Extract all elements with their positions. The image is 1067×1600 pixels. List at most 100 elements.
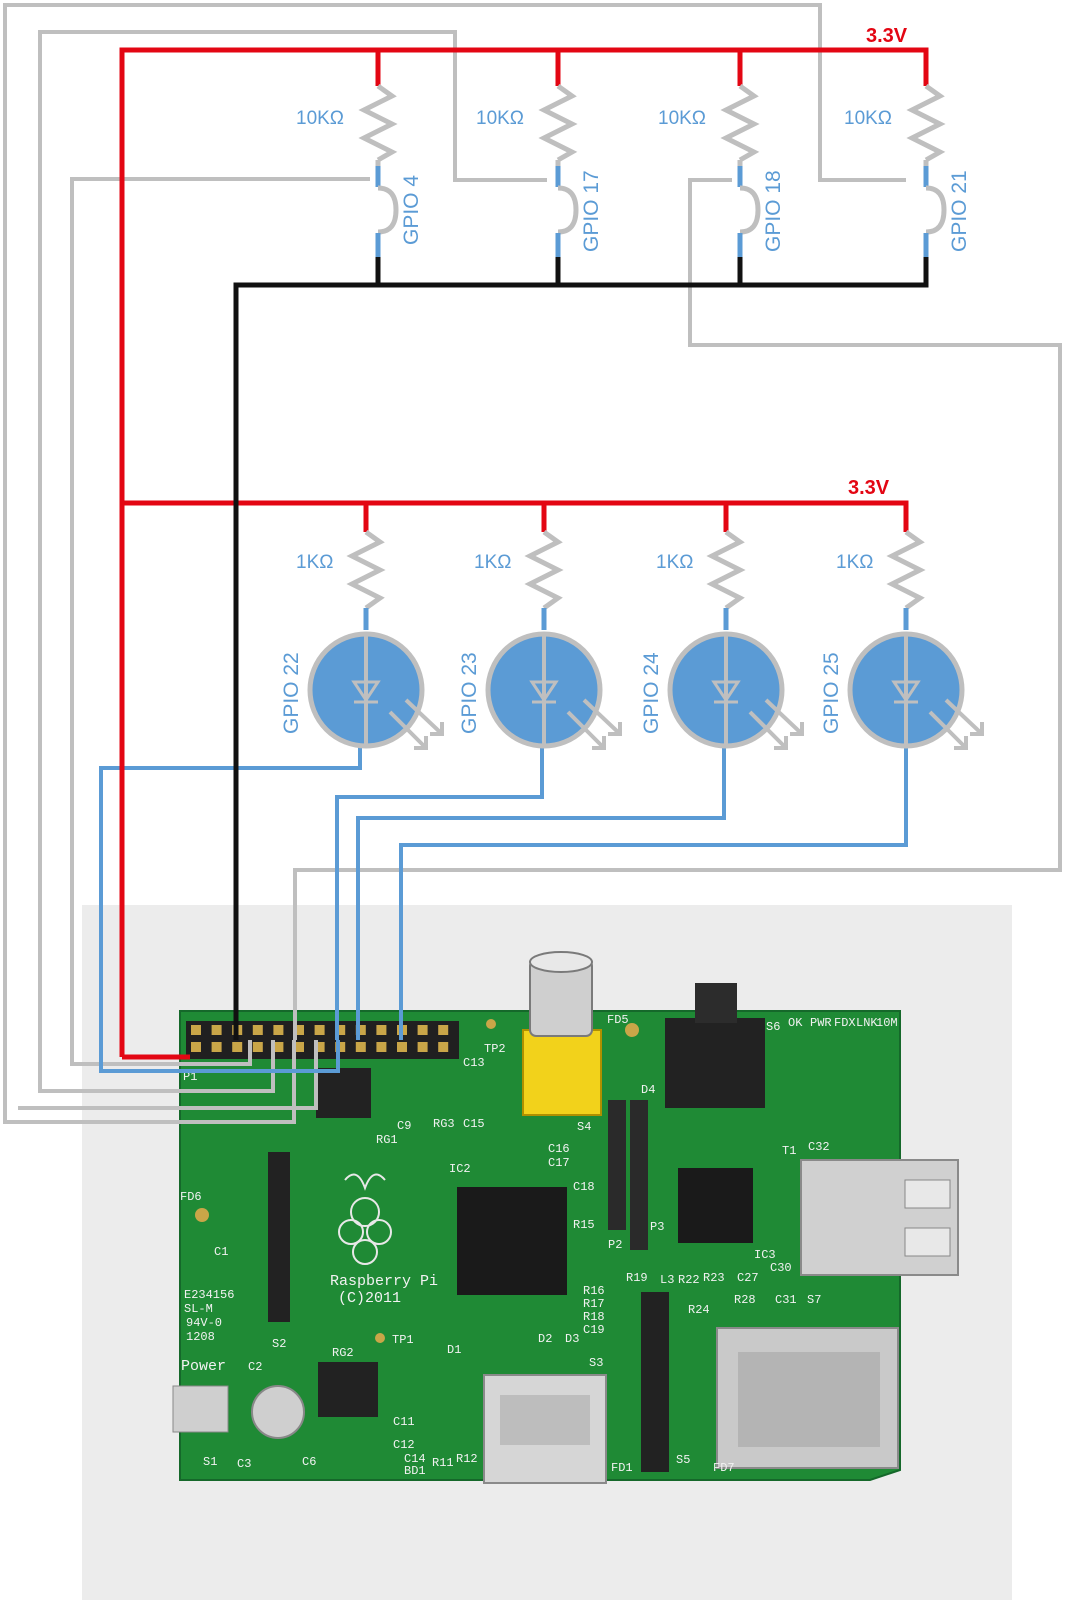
silk-c3: C3 [237,1457,251,1471]
gpio-pin [397,1042,407,1052]
silk-c19: C19 [583,1323,605,1337]
ethernet-port-inner [738,1352,880,1447]
mounting-hole-tp1 [375,1333,385,1343]
silk-r11: R11 [432,1456,454,1470]
light-arrow-icon [928,710,968,750]
gpio-pin [191,1042,201,1052]
silk-c14: C14 [404,1452,426,1466]
gpio-pin [335,1025,346,1035]
silk-sl-m: SL-M [184,1302,213,1316]
diode-symbol-icon [711,680,741,703]
gpio-pin [211,1025,222,1035]
switch-icon [377,185,399,235]
led-gpio-label: GPIO 24 [640,652,663,734]
regulator-rg1 [316,1068,371,1118]
audio-jack [665,1018,765,1108]
rail-ground [233,257,929,1040]
silk-c16: C16 [548,1142,570,1156]
silk-c18: C18 [573,1180,595,1194]
light-arrow-icon [566,710,606,750]
capacitor-c3 [251,1385,305,1439]
diode-symbol-icon [891,680,921,703]
usb-port-top [904,1179,951,1209]
gpio-pin [294,1042,304,1052]
silk-tp1: TP1 [392,1333,414,1347]
mid-rail-voltage: 3.3V [848,477,890,499]
silk-fdx: FDX [834,1016,856,1030]
light-arrow-icon [388,710,428,750]
rail-3v3-mid [122,500,909,532]
silk-c1: C1 [214,1245,228,1259]
wire-gpio23 [335,745,544,1040]
gpio-pin [273,1025,284,1035]
silk-c13: C13 [463,1056,485,1070]
silk-c12: C12 [393,1438,415,1452]
silk-c2: C2 [248,1360,262,1374]
silk-rg1: RG1 [376,1133,398,1147]
wire-gpio22 [99,745,362,1073]
silk-s6: S6 [766,1020,780,1034]
silk-tp2: TP2 [484,1042,506,1056]
wire-gpio18 [293,178,1062,1040]
silk-r15: R15 [573,1218,595,1232]
mounting-hole-fd6 [195,1208,209,1222]
rca-jack-housing [522,1029,602,1116]
silk-r23: R23 [703,1271,725,1285]
silk-c6: C6 [302,1455,316,1469]
silk-d3: D3 [565,1332,579,1346]
resistor-1k-icon [346,529,386,611]
gpio-pin [355,1042,366,1052]
gpio-pin [232,1042,243,1052]
regulator-rg2 [318,1362,378,1417]
silk-c17: C17 [548,1156,570,1170]
switch-icon [557,185,579,235]
silk-bd1: BD1 [404,1464,426,1478]
silk-r19: R19 [626,1271,648,1285]
silk-fd6: FD6 [180,1190,202,1204]
diode-symbol-icon [529,680,559,703]
switch-gpio-label: GPIO 17 [580,170,603,252]
light-arrow-icon [764,698,804,736]
resistor-10k-icon [720,83,760,163]
mounting-hole-fd5 [625,1023,639,1037]
light-arrowhead-icon [954,736,968,750]
board-copyright: (C)2011 [338,1290,401,1307]
gpio-pin [335,1042,346,1052]
usb-port-bottom [904,1227,951,1257]
silk-r17: R17 [583,1297,605,1311]
top-rail-voltage: 3.3V [866,25,908,47]
silk-p2: P2 [608,1238,622,1252]
silk-r22: R22 [678,1273,700,1287]
silk-date: 1208 [186,1330,215,1344]
silk-10m: 10M [876,1016,898,1030]
silk-r16: R16 [583,1284,605,1298]
silk-p1: P1 [183,1070,197,1084]
gpio-pin [211,1042,222,1052]
wire-gpio4 [70,177,370,1066]
silk-d1: D1 [447,1343,461,1357]
diode-symbol-icon [351,680,381,703]
hdmi-port-inner [500,1395,590,1445]
led-gpio-label: GPIO 25 [820,652,843,734]
gpio-pin [314,1042,325,1052]
switch-gpio-label: GPIO 4 [400,175,423,245]
silk-r18: R18 [583,1310,605,1324]
light-arrowhead-icon [970,722,984,736]
silk-fd7: FD7 [713,1461,735,1475]
board-brand: Raspberry Pi [330,1273,438,1290]
silk-d4: D4 [641,1083,655,1097]
gpio-pin [314,1025,325,1035]
resistor-1k-icon [706,529,746,611]
wire-gpio17 [38,30,547,1093]
light-arrowhead-icon [774,736,788,750]
silk-s3: S3 [589,1356,603,1370]
silk-c31: C31 [775,1293,797,1307]
resistor-10k-icon [538,83,578,163]
soc-chip [457,1187,567,1295]
header-p2 [608,1100,626,1230]
gpio-pin [294,1025,304,1035]
